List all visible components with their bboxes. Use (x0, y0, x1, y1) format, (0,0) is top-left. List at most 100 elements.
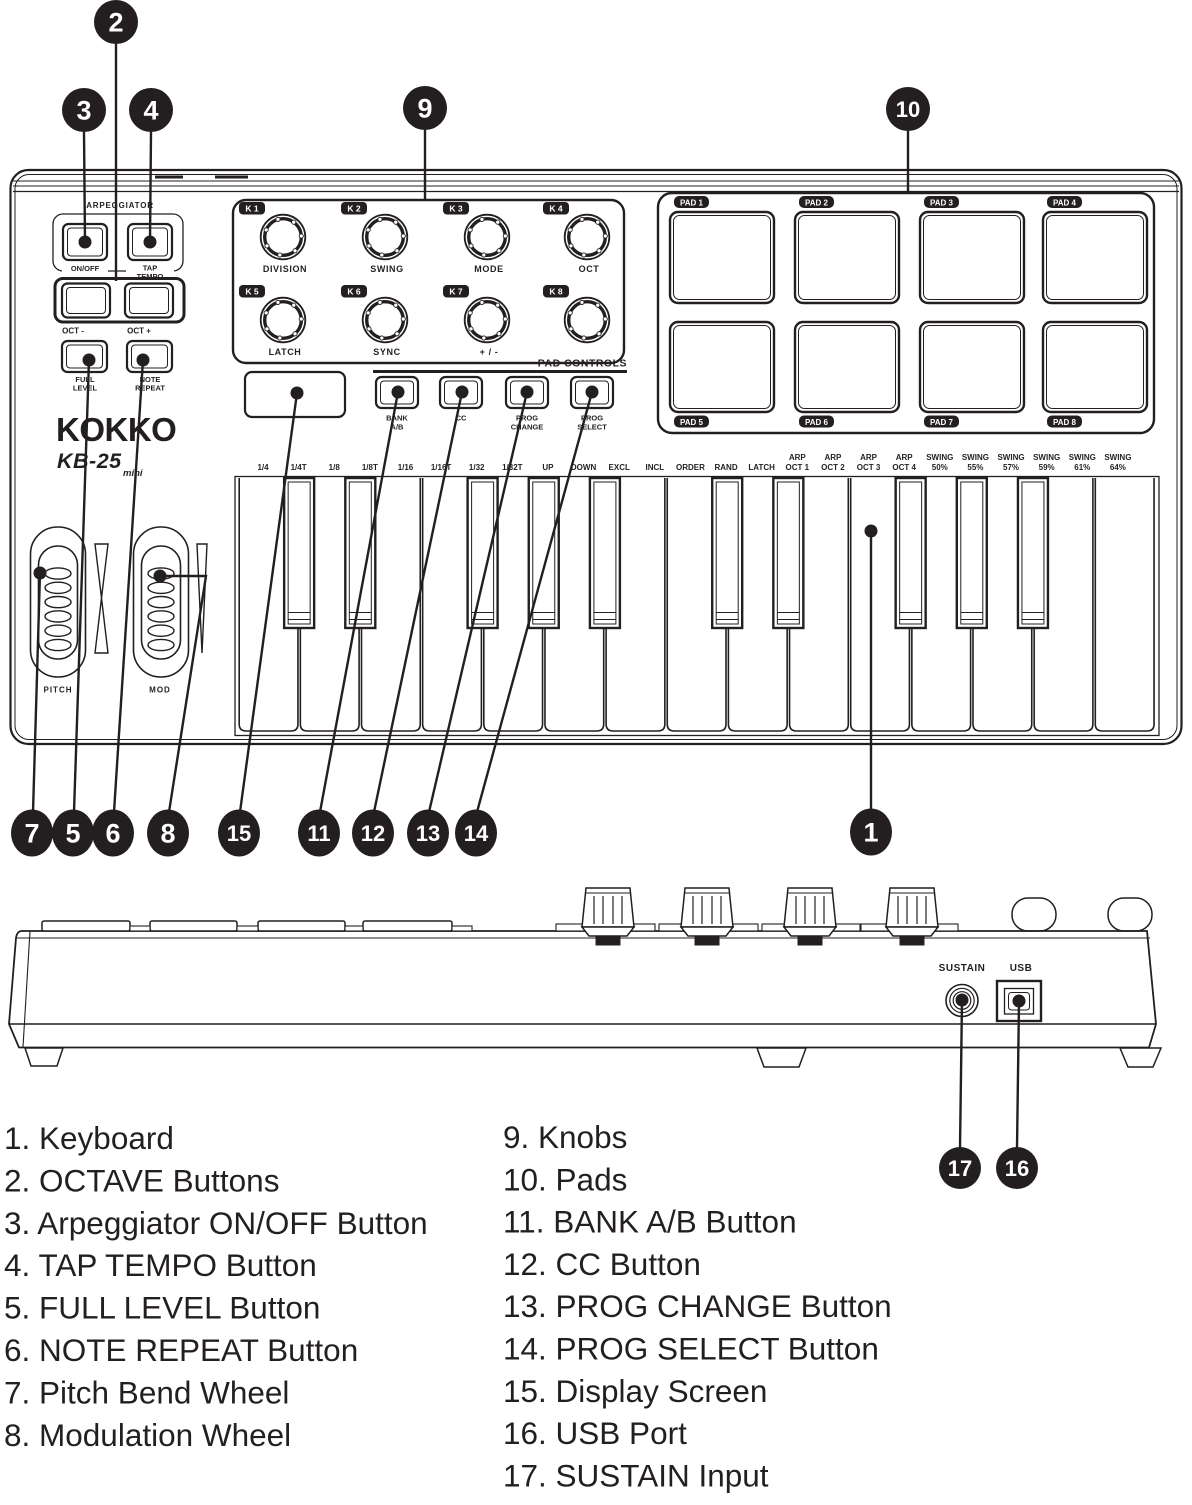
pitch-wheel-slot (29, 526, 87, 678)
pad-badge-label: PAD 4 (1053, 199, 1077, 208)
callout-dot (1012, 994, 1026, 1008)
rear-details (41, 887, 959, 946)
rear-knob (679, 887, 735, 946)
callout-badge (886, 87, 930, 131)
key-label: SWING (997, 453, 1024, 462)
knob-k7: K 7+ / - (443, 285, 511, 357)
pad-badge-label: PAD 2 (805, 199, 829, 208)
arpeggiator-group-outline (52, 213, 184, 272)
legend-item: 10. Pads (503, 1161, 627, 1197)
pitch-label: PITCH (44, 686, 73, 695)
pad-badge-label: PAD 8 (1053, 418, 1077, 427)
prog-select-label-line1: PROG (581, 414, 603, 423)
knob-label: DIVISION (263, 264, 307, 274)
arpeggiator-title: ARPEGGIATOR (86, 201, 154, 210)
callout-dot (955, 993, 969, 1007)
callout-6: 6 (92, 353, 150, 857)
pad-5: PAD 5 (668, 320, 776, 428)
key-label: UP (542, 463, 554, 472)
callout-number: 11 (307, 821, 330, 846)
callout-dot (33, 566, 47, 580)
cc-button (438, 375, 484, 410)
tap-tempo-label-line1: TAP (143, 264, 157, 273)
key-label: 1/4T (291, 463, 307, 472)
brand-logo: KOKKO KB-25 mini (56, 411, 177, 479)
prog-change-label-line2: CHANGE (511, 423, 544, 432)
callout-8: 8 (147, 569, 208, 857)
callout-badge (455, 809, 497, 857)
pad-3: PAD 3 (918, 196, 1026, 305)
callout-badge (62, 88, 106, 132)
rubber-foot (1118, 1047, 1163, 1068)
callout-1: 1 (850, 524, 892, 856)
callout-dot (143, 235, 157, 249)
callout-badge (298, 809, 340, 857)
key-label: ARP (860, 453, 878, 462)
arpeggiator-section: ARPEGGIATOR ON/OFF TAP TEMPO OCT - OCT +… (52, 201, 186, 393)
device-outline (9, 168, 1183, 746)
pad-4: PAD 4 (1041, 196, 1149, 305)
callout-number: 1 (863, 818, 878, 848)
label-mask (62, 264, 108, 273)
callout-16: 16 (996, 994, 1038, 1189)
usb-label: USB (1010, 963, 1033, 974)
legend-item: 7. Pitch Bend Wheel (4, 1374, 289, 1410)
legend-item: 1. Keyboard (4, 1120, 174, 1156)
callout-badge (129, 88, 173, 132)
key-label: ORDER (676, 463, 705, 472)
full-level-label-line2: LEVEL (73, 384, 98, 393)
knob-label: LATCH (269, 347, 302, 357)
key-label: 55% (967, 463, 983, 472)
key-label: 1/8 (329, 463, 341, 472)
knob-label: MODE (474, 264, 503, 274)
keybed-frame (234, 475, 1160, 737)
pads-panel-outline (656, 191, 1156, 435)
callout-badge (11, 809, 53, 857)
knob-panel-outline (231, 198, 626, 365)
bank-ab-label-line2: A/B (391, 423, 405, 432)
black-key (711, 476, 744, 630)
pad-8: PAD 8 (1041, 320, 1149, 428)
legend-item: 4. TAP TEMPO Button (4, 1247, 317, 1283)
key-label: 64% (1110, 463, 1126, 472)
key-label: SWING (962, 453, 989, 462)
prog-change-button (504, 375, 550, 410)
tap-tempo-label-line2: TEMPO (137, 272, 164, 281)
key-label: 1/16 (398, 463, 414, 472)
pad-2: PAD 2 (793, 196, 901, 305)
rubber-foot (23, 1047, 65, 1067)
black-key (466, 476, 499, 630)
white-key (1094, 478, 1155, 732)
callout-10: 10 (886, 87, 930, 193)
callout-14: 14 (455, 385, 599, 857)
key-label: ARP (824, 453, 842, 462)
callout-number: 7 (24, 819, 39, 849)
pad-badge-label: PAD 1 (680, 199, 704, 208)
black-key (588, 476, 622, 630)
brand-text: KOKKO (56, 411, 176, 448)
callout-number: 16 (1005, 1156, 1029, 1181)
key-label: OCT 3 (857, 463, 881, 472)
black-key (1016, 476, 1050, 630)
knob-id-badge: K 2 (347, 204, 361, 214)
bank-ab-button (374, 375, 420, 410)
pad-badge-label: PAD 3 (930, 199, 954, 208)
legend-item: 2. OCTAVE Buttons (4, 1162, 279, 1198)
pad-7: PAD 7 (918, 320, 1026, 428)
pad-6: PAD 6 (793, 320, 901, 428)
legend-item: 14. PROG SELECT Button (503, 1331, 879, 1367)
label-mask (126, 264, 174, 281)
legend-item: 15. Display Screen (503, 1373, 767, 1409)
legend-item: 9. Knobs (503, 1119, 627, 1155)
rear-body-outline (8, 930, 1157, 1049)
key-label: SWING (1104, 453, 1131, 462)
pad-1: PAD 1 (668, 196, 776, 305)
bank-ab-label-line1: BANK (386, 414, 408, 423)
